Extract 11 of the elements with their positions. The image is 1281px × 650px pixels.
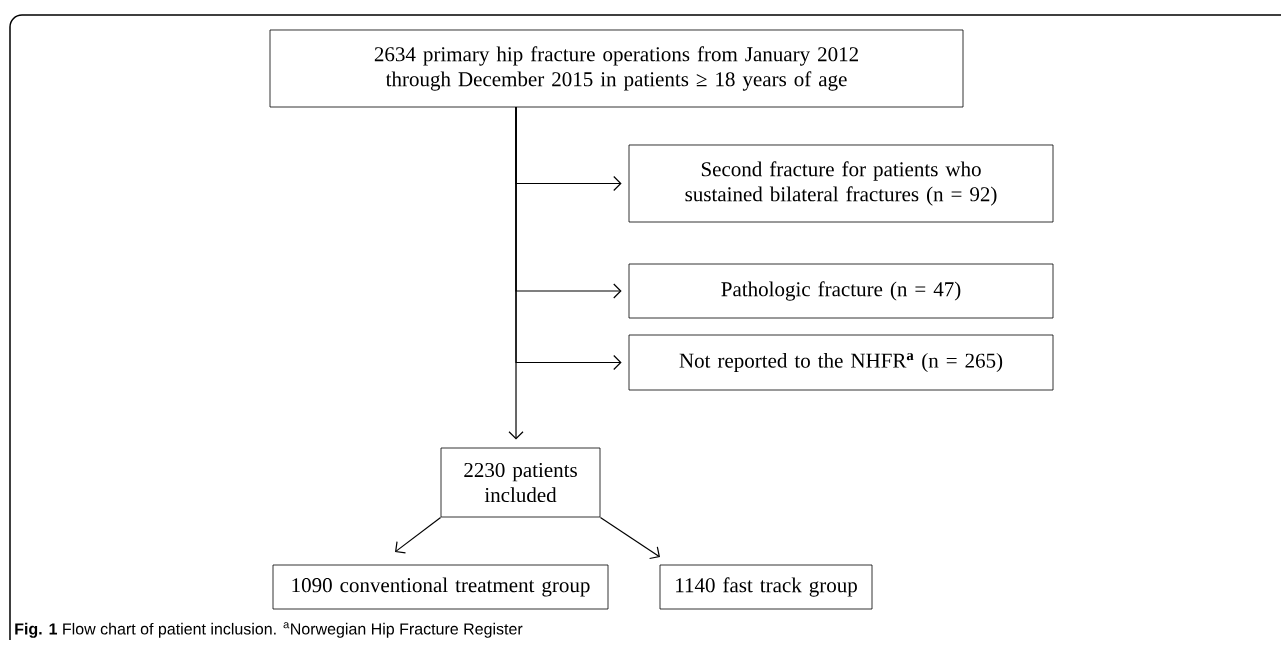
process-box: 1140 fast track group [659, 564, 873, 610]
arrow [599, 516, 660, 560]
process-box: Pathologic fracture (n = 47) [628, 263, 1054, 319]
process-box: 2634 primary hip fracture operations from January 2012 through December 2015 in patients ≥ 18 years of age [269, 29, 964, 108]
process-box: Not reported to the NHFR$^{a}$ (n = 265) [628, 334, 1054, 391]
process-box: Second fracture for patients who sustained bilateral fractures (n = 92) [628, 144, 1054, 223]
process-box: 1090 conventional treatment group [272, 564, 609, 610]
arrow [508, 106, 524, 440]
process-box: 2230 patients included [440, 447, 601, 518]
arrow [395, 516, 442, 554]
caption: Fig. 1 Flow chart of patient inclusion. $^{a}$Norwegian Hip Fracture Register [15, 622, 523, 638]
